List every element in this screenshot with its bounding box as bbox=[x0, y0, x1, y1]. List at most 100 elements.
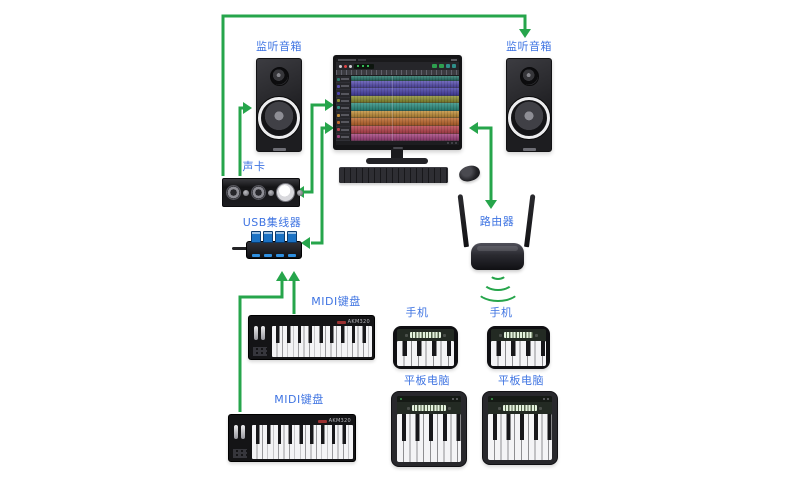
daw-track-header bbox=[336, 105, 350, 113]
piano-keys bbox=[397, 414, 461, 462]
tweeter-icon bbox=[519, 67, 539, 86]
pitch-wheel bbox=[234, 425, 238, 439]
app-button-icon bbox=[405, 333, 409, 337]
label-phone-left: 手机 bbox=[405, 306, 429, 319]
computer-monitor bbox=[333, 55, 462, 150]
midi-keyboard-main bbox=[231, 425, 353, 459]
piano-keys bbox=[397, 341, 454, 366]
app-button-icon bbox=[406, 406, 410, 410]
play-button-icon bbox=[339, 64, 342, 68]
monitor-speaker-left bbox=[256, 58, 302, 152]
daw-timeline-ruler bbox=[336, 70, 459, 76]
daw-track-lane bbox=[351, 118, 459, 126]
app-button-icon bbox=[539, 406, 543, 410]
tablet-left bbox=[391, 391, 467, 467]
metronome-button-icon bbox=[439, 64, 444, 68]
tablet-status-bar bbox=[397, 396, 461, 402]
app-button-icon bbox=[497, 406, 501, 410]
volume-knob bbox=[276, 183, 295, 202]
time-display bbox=[354, 63, 374, 69]
menu-clock bbox=[451, 59, 457, 61]
usb-port-icon bbox=[263, 231, 273, 243]
control-section bbox=[251, 326, 270, 357]
daw-track-lane bbox=[351, 133, 459, 142]
mod-wheel bbox=[261, 326, 265, 340]
mod-wheel bbox=[241, 425, 245, 439]
pitch-wheel bbox=[254, 326, 258, 340]
label-sound-card: 声卡 bbox=[242, 160, 266, 173]
midi-keyboard-main bbox=[251, 326, 372, 357]
status-dot bbox=[451, 142, 453, 144]
midi-keyboard-bottom: AKM320 bbox=[228, 414, 356, 462]
led-indicator bbox=[252, 254, 260, 257]
piano-keys bbox=[252, 425, 353, 459]
midi-keyboard-panel: AKM320 bbox=[231, 417, 353, 425]
app-button-icon bbox=[498, 333, 502, 337]
wire-usbhub-computer bbox=[311, 126, 325, 245]
label-phone-right: 手机 bbox=[489, 306, 513, 319]
piano-app-toolbar bbox=[488, 402, 552, 414]
usb-port-icon bbox=[251, 231, 261, 243]
monitor-stand bbox=[391, 149, 403, 159]
speaker-brand-mark bbox=[522, 148, 536, 151]
label-tablet-right: 平板电脑 bbox=[498, 374, 544, 387]
brand-logo bbox=[336, 320, 346, 324]
arrowhead-into-speaker-left bbox=[243, 102, 252, 114]
midi-keyboard-panel: AKM320 bbox=[251, 318, 372, 326]
track-color-chip bbox=[337, 99, 340, 103]
status-dot bbox=[547, 398, 549, 400]
monitor-base bbox=[366, 158, 428, 164]
daw-track-lane bbox=[351, 76, 459, 81]
label-tablet-left: 平板电脑 bbox=[404, 374, 450, 387]
woofer-icon bbox=[258, 97, 300, 139]
keyboard-overview-strip bbox=[411, 405, 447, 411]
daw-tracks bbox=[351, 76, 459, 142]
phone-screen bbox=[491, 329, 546, 366]
daw-track-header bbox=[336, 127, 350, 134]
daw-screen bbox=[336, 58, 459, 145]
wifi-wave-icon bbox=[475, 275, 521, 302]
daw-track-header bbox=[336, 90, 350, 98]
status-dot bbox=[400, 398, 402, 400]
usb-port-icon bbox=[287, 231, 297, 243]
track-name-bar bbox=[341, 128, 349, 131]
label-midi-keyboard-bottom: MIDI键盘 bbox=[274, 393, 324, 406]
label-usb-hub: USB集线器 bbox=[242, 216, 302, 229]
phone-right bbox=[487, 326, 550, 369]
phone-screen bbox=[397, 329, 454, 366]
computer-mouse bbox=[457, 163, 482, 184]
menu-items bbox=[338, 59, 356, 61]
label-midi-keyboard-top: MIDI键盘 bbox=[311, 295, 361, 308]
speaker-brand-mark bbox=[272, 148, 286, 151]
arrowhead-hub-from-kb-top bbox=[288, 271, 300, 281]
track-color-chip bbox=[337, 113, 340, 117]
track-color-chip bbox=[337, 84, 340, 88]
monitor-meter-icon bbox=[452, 64, 456, 68]
router-antenna-right bbox=[524, 194, 536, 248]
daw-arrange-area bbox=[336, 76, 459, 142]
track-color-chip bbox=[337, 135, 340, 139]
track-name-bar bbox=[341, 85, 349, 88]
menu-items bbox=[358, 59, 366, 61]
daw-track-header bbox=[336, 98, 350, 105]
daw-track-lane bbox=[351, 95, 459, 104]
keyboard-overview-strip bbox=[410, 332, 441, 338]
label-speaker-left: 监听音箱 bbox=[256, 40, 302, 53]
wire-soundcard-computer bbox=[304, 103, 325, 194]
octave-buttons bbox=[233, 449, 247, 458]
usb-cable bbox=[232, 247, 248, 250]
wire-router-computer bbox=[478, 126, 493, 201]
status-dot bbox=[447, 142, 449, 144]
tablet-status-bar bbox=[488, 396, 552, 402]
usb-hub bbox=[232, 230, 302, 263]
led-indicator bbox=[264, 254, 272, 257]
arrowhead-into-speaker-right bbox=[519, 29, 531, 38]
monitor-speaker-right bbox=[506, 58, 552, 152]
gain-knob bbox=[243, 189, 249, 196]
track-color-chip bbox=[337, 106, 340, 110]
stop-button-icon bbox=[349, 64, 352, 68]
arrowhead-into-computer-right bbox=[469, 122, 478, 134]
status-dot bbox=[491, 398, 493, 400]
midi-keyboard-top: AKM320 bbox=[248, 315, 375, 360]
daw-track-lane bbox=[351, 126, 459, 134]
